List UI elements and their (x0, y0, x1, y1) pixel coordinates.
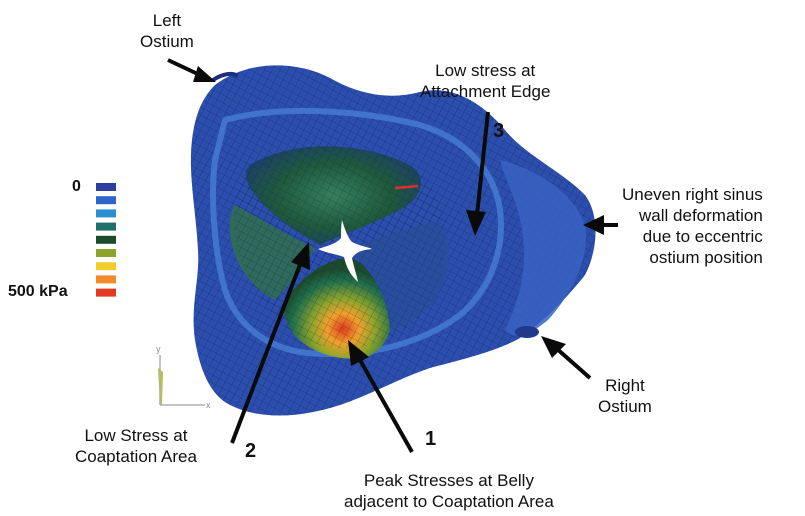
label-right-ostium-line1: Right (598, 375, 652, 396)
number-3: 3 (493, 120, 504, 143)
label-coaptation-line1: Low Stress at (75, 425, 197, 446)
label-coaptation: Low Stress at Coaptation Area (75, 425, 197, 467)
legend-swatch (96, 196, 116, 204)
svg-text:y: y (156, 344, 161, 354)
label-attachment-edge-line1: Low stress at (420, 60, 550, 81)
legend-swatch (96, 209, 116, 217)
legend-swatch (96, 236, 116, 244)
label-right-sinus-line4: ostium position (622, 247, 763, 268)
stress-legend-swatches (96, 183, 116, 297)
label-peak-stress-line1: Peak Stresses at Belly (344, 470, 554, 491)
label-right-sinus-line2: wall deformation (622, 205, 763, 226)
label-attachment-edge: Low stress at Attachment Edge (420, 60, 550, 102)
label-coaptation-line2: Coaptation Area (75, 446, 197, 467)
legend-swatch (96, 262, 116, 270)
legend-swatch (96, 183, 116, 191)
label-right-ostium: Right Ostium (598, 375, 652, 417)
legend-swatch (96, 275, 116, 283)
svg-text:x: x (206, 400, 211, 410)
arrow-right-ostium (556, 348, 590, 378)
legend-swatch (96, 223, 116, 231)
legend-max-label: 500 kPa (8, 283, 68, 301)
label-right-sinus: Uneven right sinus wall deformation due … (622, 184, 763, 268)
number-1: 1 (425, 428, 436, 451)
label-attachment-edge-line2: Attachment Edge (420, 81, 550, 102)
number-2: 2 (245, 440, 256, 463)
legend-swatch (96, 289, 116, 297)
label-peak-stress: Peak Stresses at Belly adjacent to Coapt… (344, 470, 554, 512)
label-left-ostium: Left Ostium (140, 10, 194, 52)
label-left-ostium-line1: Left (140, 10, 194, 31)
label-peak-stress-line2: adjacent to Coaptation Area (344, 491, 554, 512)
legend-min-label: 0 (72, 178, 81, 196)
legend-swatch (96, 249, 116, 257)
right-ostium-spot (515, 326, 539, 338)
label-right-sinus-line1: Uneven right sinus (622, 184, 763, 205)
label-right-sinus-line3: due to eccentric (622, 226, 763, 247)
label-left-ostium-line2: Ostium (140, 31, 194, 52)
label-right-ostium-line2: Ostium (598, 396, 652, 417)
valve-model (191, 65, 596, 415)
